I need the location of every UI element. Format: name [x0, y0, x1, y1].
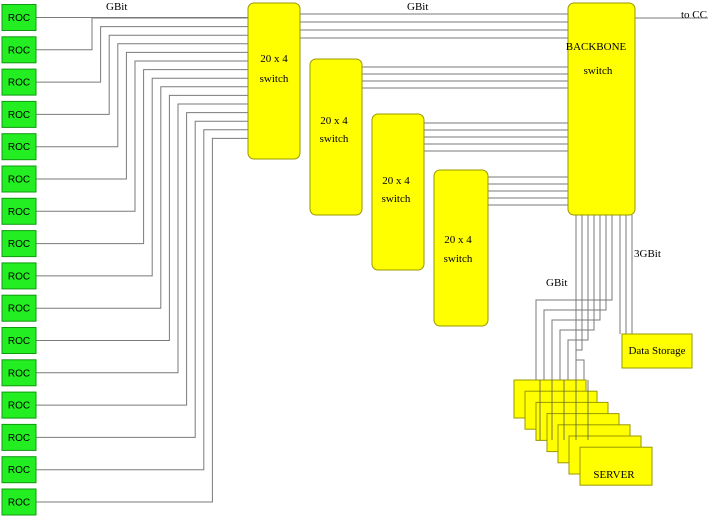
roc-label: ROC	[8, 465, 30, 476]
switch-3: 20 x 4 switch	[371, 113, 425, 271]
data-storage: Data Storage	[621, 333, 693, 369]
roc-box	[1, 230, 37, 258]
roc-wire	[36, 103, 248, 374]
roc-wire	[36, 120, 248, 438]
roc-label: ROC	[8, 110, 30, 121]
roc-label: ROC	[8, 175, 30, 186]
switch-4-label-line2: switch	[444, 253, 473, 265]
roc-wire	[36, 129, 248, 471]
backbone-label-line1: BACKBONE	[566, 41, 627, 53]
roc-label: ROC	[8, 304, 30, 315]
roc-label: ROC	[8, 498, 30, 509]
roc-label: ROC	[8, 207, 30, 218]
roc-box	[1, 4, 37, 31]
roc-wire	[36, 17, 248, 51]
server-stack	[513, 379, 653, 486]
roc-wire	[36, 112, 248, 406]
roc-column: ROC ROC ROC ROC ROC ROC ROC ROC ROC ROC ROC ROC ROC R…	[1, 4, 37, 516]
server-wire	[575, 215, 585, 385]
roc-box	[1, 359, 37, 387]
server-wire	[559, 215, 595, 385]
data-storage-label: Data Storage	[628, 345, 685, 357]
roc-wire	[36, 69, 248, 245]
server-wire	[575, 215, 583, 385]
roc-wire	[36, 51, 248, 180]
switch-2-box	[309, 58, 363, 216]
switch-4-box	[433, 169, 489, 327]
switch-1: 20 x 4 switch	[247, 2, 301, 160]
backbone-label-line2: switch	[584, 65, 613, 77]
roc-box	[1, 488, 37, 516]
gbit-mid-label: GBit	[407, 1, 428, 13]
switch-1-label-line2: switch	[260, 73, 289, 85]
gbit-left-label: GBit	[106, 1, 127, 13]
roc-wire	[36, 60, 248, 212]
gbit-servers-label: GBit	[546, 277, 567, 289]
roc-box	[1, 36, 37, 64]
roc-box	[1, 133, 37, 161]
switch-4-label-line1: 20 x 4	[444, 234, 472, 246]
roc-wire	[36, 137, 248, 503]
roc-label: ROC	[8, 45, 30, 56]
switch-4: 20 x 4 switch	[433, 169, 489, 327]
server-box	[579, 446, 653, 486]
server-wire	[567, 215, 589, 385]
data-storage-box	[621, 333, 693, 369]
roc-box	[1, 100, 37, 128]
roc-label: ROC	[8, 239, 30, 250]
wires	[36, 13, 708, 503]
backbone-switch-box	[567, 2, 636, 216]
roc-label: ROC	[8, 368, 30, 379]
server-label: SERVER	[593, 469, 635, 481]
roc-wire	[36, 43, 248, 148]
server-wire	[535, 215, 613, 385]
roc-label: ROC	[8, 13, 30, 24]
roc-label: ROC	[8, 271, 30, 282]
roc-label: ROC	[8, 78, 30, 89]
roc-box	[1, 391, 37, 419]
switch-2-label-line2: switch	[320, 133, 349, 145]
roc-box	[1, 262, 37, 290]
roc-box	[1, 68, 37, 96]
three-gbit-label: 3GBit	[634, 248, 661, 260]
roc-wire	[36, 34, 248, 115]
roc-wire	[36, 94, 248, 341]
roc-box	[1, 456, 37, 484]
roc-wire	[36, 77, 248, 277]
switch-1-label-line1: 20 x 4	[260, 53, 288, 65]
switch-2: 20 x 4 switch	[309, 58, 363, 216]
switch-3-box	[371, 113, 425, 271]
switch-1-box	[247, 2, 301, 160]
server-wire	[543, 215, 607, 385]
switch-2-label-line1: 20 x 4	[320, 115, 348, 127]
to-cc-label: to CC	[681, 9, 707, 21]
roc-box	[1, 294, 37, 322]
switch-3-label-line1: 20 x 4	[382, 175, 410, 187]
roc-label: ROC	[8, 433, 30, 444]
roc-box	[1, 423, 37, 451]
roc-label: ROC	[8, 401, 30, 412]
roc-label: ROC	[8, 336, 30, 347]
roc-label: ROC	[8, 142, 30, 153]
roc-box	[1, 197, 37, 225]
roc-wire	[36, 26, 248, 83]
roc-wire	[36, 86, 248, 309]
roc-box	[1, 165, 37, 193]
switch-3-label-line2: switch	[382, 193, 411, 205]
roc-box	[1, 327, 37, 354]
backbone-switch: BACKBONE switch	[566, 2, 636, 216]
